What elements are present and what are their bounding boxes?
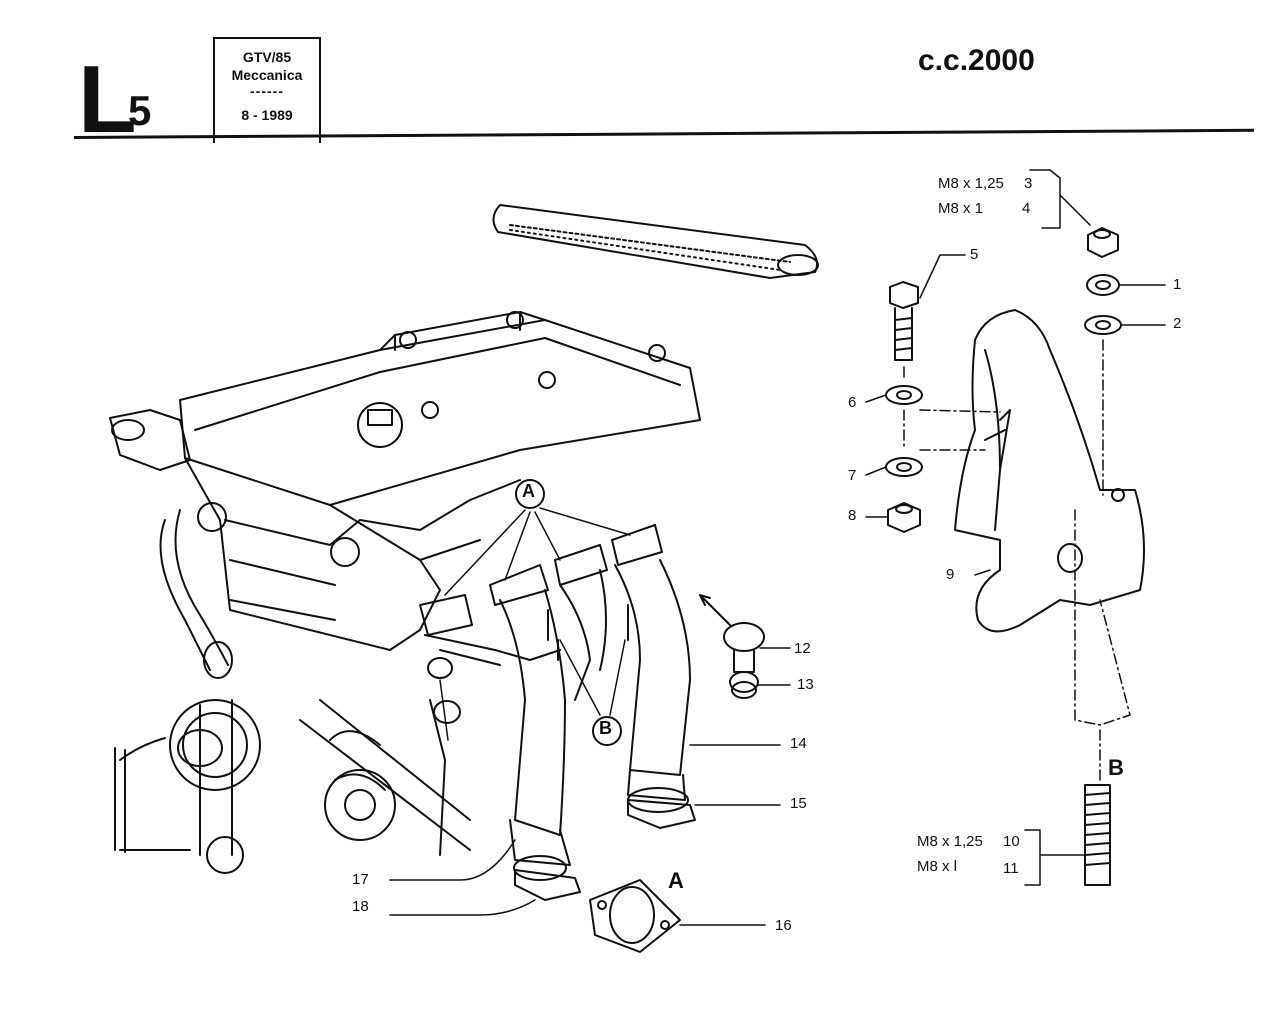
info-separator: ------ — [250, 83, 284, 99]
detail-circle-a — [515, 479, 545, 509]
heat-shield-9-drawing — [954, 309, 1145, 633]
callout-16: 16 — [775, 917, 792, 934]
section-letter: L — [78, 46, 137, 153]
heat-shield-hose-drawing — [492, 204, 819, 279]
engine-block-drawing — [109, 311, 701, 874]
callout-1: 1 — [1173, 276, 1182, 293]
stud-10-11-drawing — [1084, 784, 1111, 886]
callout-17: 17 — [352, 871, 369, 888]
nut-stack-1-4-drawing — [1084, 227, 1122, 335]
stud-detail-marker-b: B — [1108, 755, 1124, 780]
gasket-16-drawing — [589, 879, 681, 953]
callout-11: 11 — [1003, 860, 1019, 877]
callout-13: 13 — [797, 676, 814, 693]
model-info-box: GTV/85 Meccanica ------ 8 - 1989 — [213, 37, 321, 143]
callout-12: 12 — [794, 640, 811, 657]
callout-2: 2 — [1173, 315, 1182, 332]
callout-9: 9 — [946, 566, 955, 583]
callout-leader-lines — [389, 169, 1166, 926]
stud-thread-coarse: M8 x 1,25 — [917, 833, 983, 850]
callout-8: 8 — [848, 507, 857, 524]
callout-18: 18 — [352, 898, 369, 915]
callout-10: 10 — [1003, 833, 1020, 850]
callout-14: 14 — [790, 735, 807, 752]
nut-thread-coarse: M8 x 1,25 — [938, 175, 1004, 192]
model-name: GTV/85 — [242, 49, 292, 65]
category-name: Meccanica — [231, 67, 303, 83]
engine-displacement: c.c.2000 — [918, 44, 1035, 77]
assembly-axis-lines — [903, 339, 1131, 781]
callout-6: 6 — [848, 394, 857, 411]
detail-marker-b: B — [599, 718, 612, 738]
issue-date: 8 - 1989 — [241, 107, 293, 123]
detail-marker-a: A — [522, 481, 535, 501]
bolt-12-13-drawing — [699, 594, 765, 699]
callout-15: 15 — [790, 795, 807, 812]
callout-5: 5 — [970, 246, 979, 263]
callout-3: 3 — [1024, 175, 1033, 192]
section-number: 5 — [128, 87, 152, 134]
callout-4: 4 — [1022, 200, 1031, 217]
gasket-detail-marker-a: A — [668, 868, 684, 893]
detail-circle-b — [592, 716, 622, 746]
nut-thread-fine: M8 x 1 — [938, 200, 984, 217]
exhaust-manifold-drawing — [419, 524, 696, 901]
callout-7: 7 — [848, 467, 857, 484]
stud-thread-fine: M8 x l — [917, 858, 958, 875]
